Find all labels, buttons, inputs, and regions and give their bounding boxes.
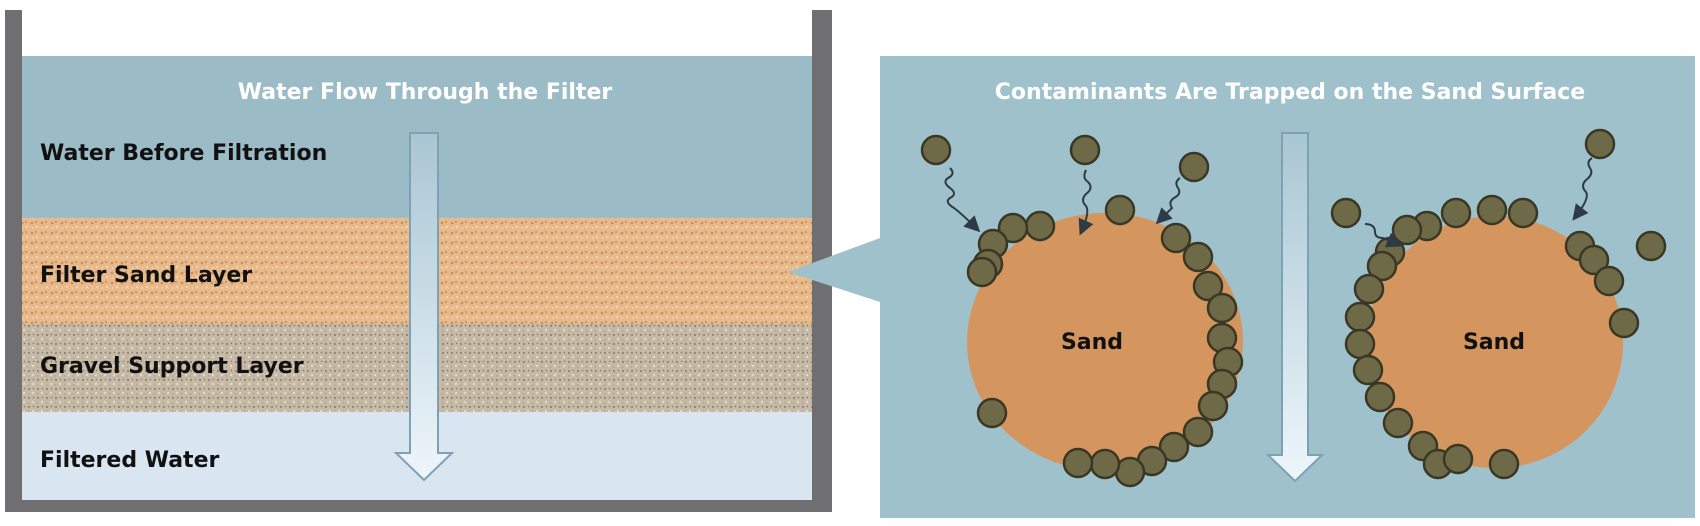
contaminant-particle	[966, 256, 998, 288]
contaminant-particle	[1206, 292, 1238, 324]
detail-flow-arrow-icon	[1265, 132, 1325, 483]
contaminant-particle	[1578, 244, 1610, 276]
settling-arrow	[1572, 157, 1593, 221]
contaminant-particle	[1608, 307, 1640, 339]
contaminant-particle	[1160, 222, 1192, 254]
contaminant-particle	[1344, 301, 1376, 333]
layer-label-filtered: Filtered Water	[40, 448, 219, 473]
contaminant-particle	[1584, 128, 1616, 160]
settling-arrow	[1078, 169, 1094, 236]
contaminant-particle	[1476, 194, 1508, 226]
contaminant-particle	[1192, 270, 1224, 302]
contaminant-particle	[1593, 265, 1625, 297]
contaminant-particle	[1507, 197, 1539, 229]
contaminant-particle	[1442, 443, 1474, 475]
settling-arrow	[944, 167, 981, 233]
sand-surface-detail: Contaminants Are Trapped on the Sand Sur…	[880, 56, 1695, 518]
contaminant-particles	[920, 128, 1667, 488]
contaminant-particle	[1178, 151, 1210, 183]
contaminant-particle	[1024, 210, 1056, 242]
filter-tank: Water Flow Through the Filter Water Befo…	[5, 10, 832, 512]
flow-arrow-icon	[393, 132, 455, 482]
contaminant-particle	[1366, 250, 1398, 282]
detail-panel-title: Contaminants Are Trapped on the Sand Sur…	[995, 80, 1585, 105]
sand-grain-label-right: Sand	[1463, 330, 1525, 355]
contaminant-particle	[1089, 448, 1121, 480]
contaminant-particle	[1364, 381, 1396, 413]
contaminant-particle	[1440, 197, 1472, 229]
contaminant-particle	[1158, 431, 1190, 463]
settling-arrow	[1364, 223, 1403, 248]
contaminant-particle	[1488, 448, 1520, 480]
layer-label-sand: Filter Sand Layer	[40, 263, 252, 288]
contaminant-particle	[1182, 416, 1214, 448]
contaminant-particle	[1352, 354, 1384, 386]
contaminant-particle	[1344, 328, 1376, 360]
contaminant-particle	[976, 397, 1008, 429]
sand-grain-right	[1367, 216, 1623, 468]
contaminant-particle	[1197, 390, 1229, 422]
layer-label-gravel: Gravel Support Layer	[40, 354, 304, 379]
filter-panel-title: Water Flow Through the Filter	[238, 80, 613, 105]
contaminant-particle	[1182, 241, 1214, 273]
contaminant-particle	[1330, 197, 1362, 229]
contaminant-particle	[920, 134, 952, 166]
settling-arrow	[1155, 177, 1181, 225]
contaminant-particle	[1104, 194, 1136, 226]
zoom-callout-pointer	[788, 238, 880, 302]
contaminant-particle	[1353, 273, 1385, 305]
contaminant-particle	[1069, 134, 1101, 166]
contaminant-particle	[997, 212, 1029, 244]
contaminant-particle	[1635, 230, 1667, 262]
sand-grain-label-left: Sand	[1061, 330, 1123, 355]
contaminant-particle	[1382, 407, 1414, 439]
contaminant-particle	[1114, 456, 1146, 488]
layer-label-water-before: Water Before Filtration	[40, 141, 327, 166]
contaminant-particle	[1062, 447, 1094, 479]
settling-path-arrows	[944, 157, 1593, 248]
sand-grain-left	[967, 213, 1243, 471]
